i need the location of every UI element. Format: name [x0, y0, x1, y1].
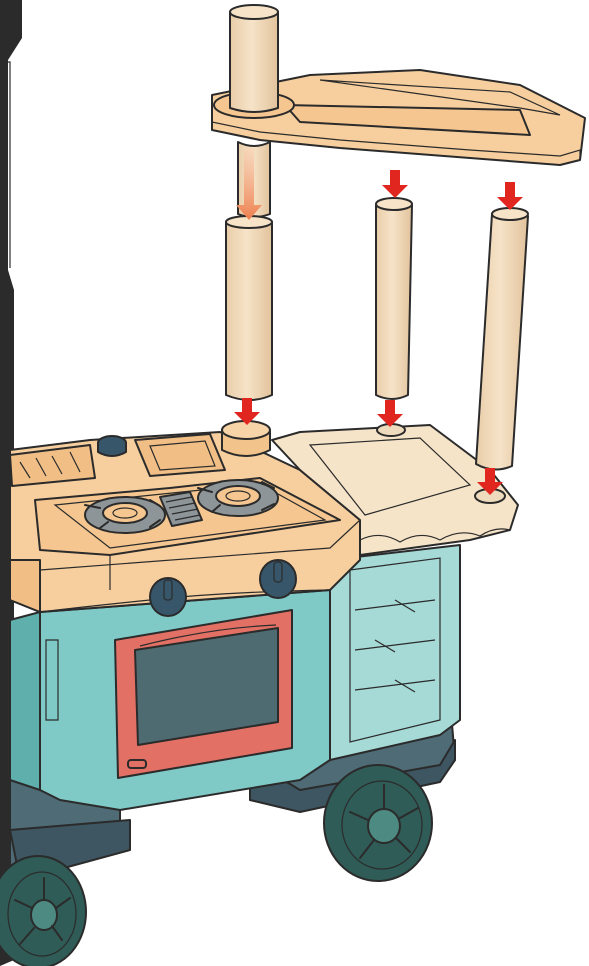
down-arrow-icon	[234, 398, 260, 425]
down-arrow-icon	[497, 182, 523, 210]
oven-door	[114, 609, 293, 779]
wheel-front-left	[0, 855, 87, 966]
burner-left	[84, 496, 166, 534]
burner-right	[197, 479, 279, 517]
vent-grill	[159, 491, 203, 527]
pole-right	[475, 207, 529, 471]
down-arrow-icon	[382, 170, 408, 198]
oven-handle	[127, 759, 147, 769]
pole-middle	[375, 197, 413, 400]
pole-socket-main	[221, 420, 271, 457]
knob-right	[259, 559, 297, 599]
down-arrow-icon	[477, 468, 503, 495]
counter-knob-cap	[97, 435, 127, 457]
wheel-back-right	[323, 764, 433, 882]
pole-top	[229, 4, 279, 113]
down-arrow-icon	[377, 400, 403, 427]
down-arrow-icon	[236, 148, 262, 220]
knob-left	[149, 577, 187, 617]
